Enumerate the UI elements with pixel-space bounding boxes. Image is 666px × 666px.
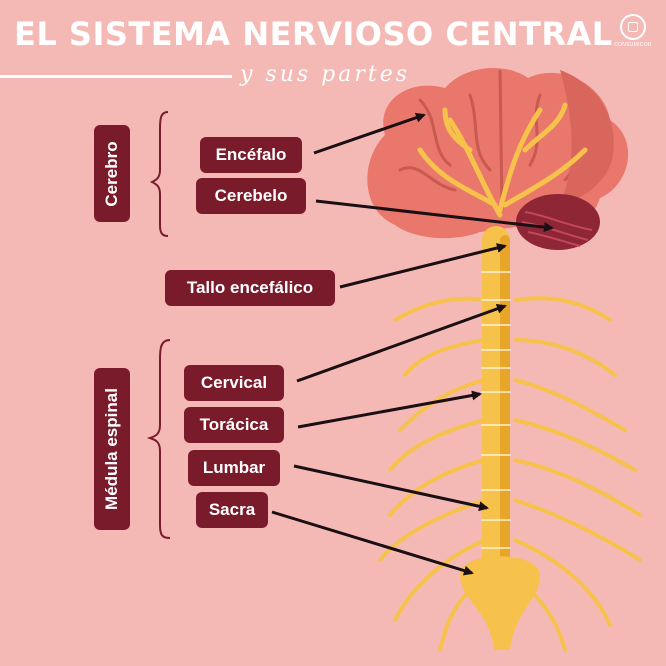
page-title: EL SISTEMA NERVIOSO CENTRAL: [14, 15, 613, 53]
medula-group-text: Médula espinal: [102, 388, 121, 510]
spinal-cord-illustration: [378, 102, 642, 652]
pointer-arrows: [271, 112, 554, 576]
arrow-cervical: [296, 304, 507, 383]
cerebro-brace: [149, 111, 169, 237]
medula-brace: [146, 339, 171, 539]
label-encefalo: Encéfalo: [200, 137, 302, 173]
label-cerebelo: Cerebelo: [196, 178, 306, 214]
cerebro-group-label: Cerebro: [94, 125, 130, 222]
label-tallo-encefalico: Tallo encefálico: [165, 270, 335, 306]
label-toracica: Torácica: [184, 407, 284, 443]
arrow-encefalo: [313, 112, 426, 155]
arrow-cerebelo: [315, 199, 554, 233]
label-cervical: Cervical: [184, 365, 284, 401]
label-sacra: Sacra: [196, 492, 268, 528]
cerebro-group-text: Cerebro: [102, 140, 121, 207]
arrow-sacra: [271, 510, 474, 576]
cerebellum-illustration: [516, 194, 600, 250]
medula-group-label: Médula espinal: [94, 368, 130, 530]
page-subtitle: y sus partes: [240, 62, 411, 87]
arrow-toracica: [297, 390, 482, 429]
title-underline: [0, 75, 232, 78]
brand-logo-icon: [620, 14, 646, 40]
brand-logo-text: CONSUMIDOR: [614, 42, 652, 48]
arrow-lumbar: [293, 464, 489, 512]
label-lumbar: Lumbar: [188, 450, 280, 486]
arrow-tallo: [339, 243, 507, 289]
